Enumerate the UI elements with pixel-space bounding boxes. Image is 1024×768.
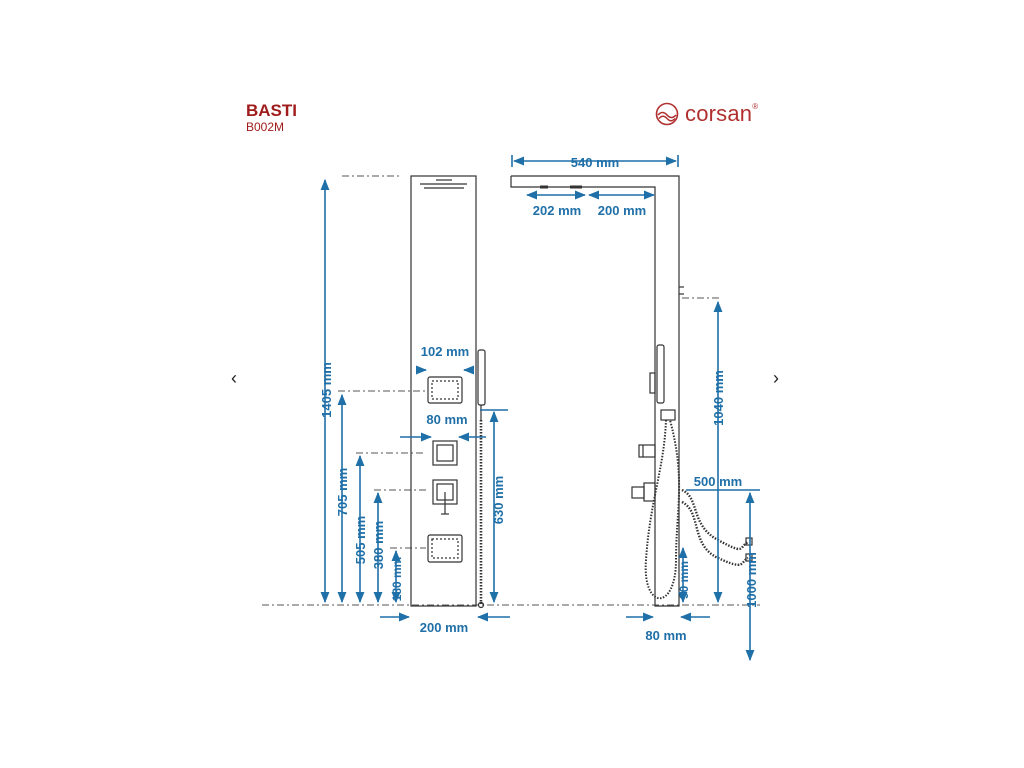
- front-panel: [410, 175, 477, 607]
- front-body-jet-bottom: [427, 534, 463, 563]
- dim-200-front: 200 mm: [420, 620, 468, 635]
- wave-logo-icon: [655, 102, 679, 126]
- dim-1000: 1000 mm: [744, 552, 759, 608]
- dim-630: 630 mm: [491, 476, 506, 524]
- brand-logo: corsan ®: [655, 100, 758, 128]
- dim-505: 505 mm: [353, 516, 368, 564]
- product-code: B002M: [246, 120, 285, 134]
- registered-mark: ®: [752, 101, 759, 111]
- front-thermostat-knob: [432, 440, 458, 466]
- dim-540: 540 mm: [571, 155, 619, 170]
- dim-202: 202 mm: [533, 203, 581, 218]
- prev-arrow-icon[interactable]: ‹: [231, 368, 237, 388]
- dim-80-front: 80 mm: [426, 412, 467, 427]
- dim-705: 705 mm: [335, 468, 350, 516]
- dim-1040: 1040 mm: [711, 370, 726, 426]
- front-rain-head: [420, 179, 467, 189]
- side-hand-shower: [649, 344, 676, 421]
- supply-hose-2: [681, 500, 749, 566]
- reference-lines: [262, 175, 760, 606]
- brand-name: corsan: [685, 101, 753, 126]
- dim-90: 90 mm: [677, 561, 691, 599]
- side-controls: [631, 444, 656, 502]
- dimension-labels: 1405 mm 705 mm 505 mm 380 mm 180 mm 102 …: [319, 155, 759, 643]
- front-diverter-handle: [432, 479, 458, 515]
- dim-80-side: 80 mm: [645, 628, 686, 643]
- dim-1405: 1405 mm: [319, 362, 334, 418]
- dimension-lines: [320, 155, 760, 662]
- side-panel-outline: [510, 175, 680, 607]
- dim-200-side: 200 mm: [598, 203, 646, 218]
- dim-500: 500 mm: [694, 474, 742, 489]
- next-arrow-icon[interactable]: ›: [773, 368, 779, 388]
- front-view: [410, 175, 486, 609]
- front-hand-shower: [477, 349, 486, 609]
- dim-380: 380 mm: [371, 521, 386, 569]
- supply-hose-1: [681, 488, 749, 551]
- dim-180: 180 mm: [390, 557, 404, 602]
- product-name: BASTI: [246, 101, 297, 120]
- dim-102: 102 mm: [421, 344, 469, 359]
- front-body-jet-top: [427, 376, 463, 404]
- side-shower-hose: [644, 419, 681, 600]
